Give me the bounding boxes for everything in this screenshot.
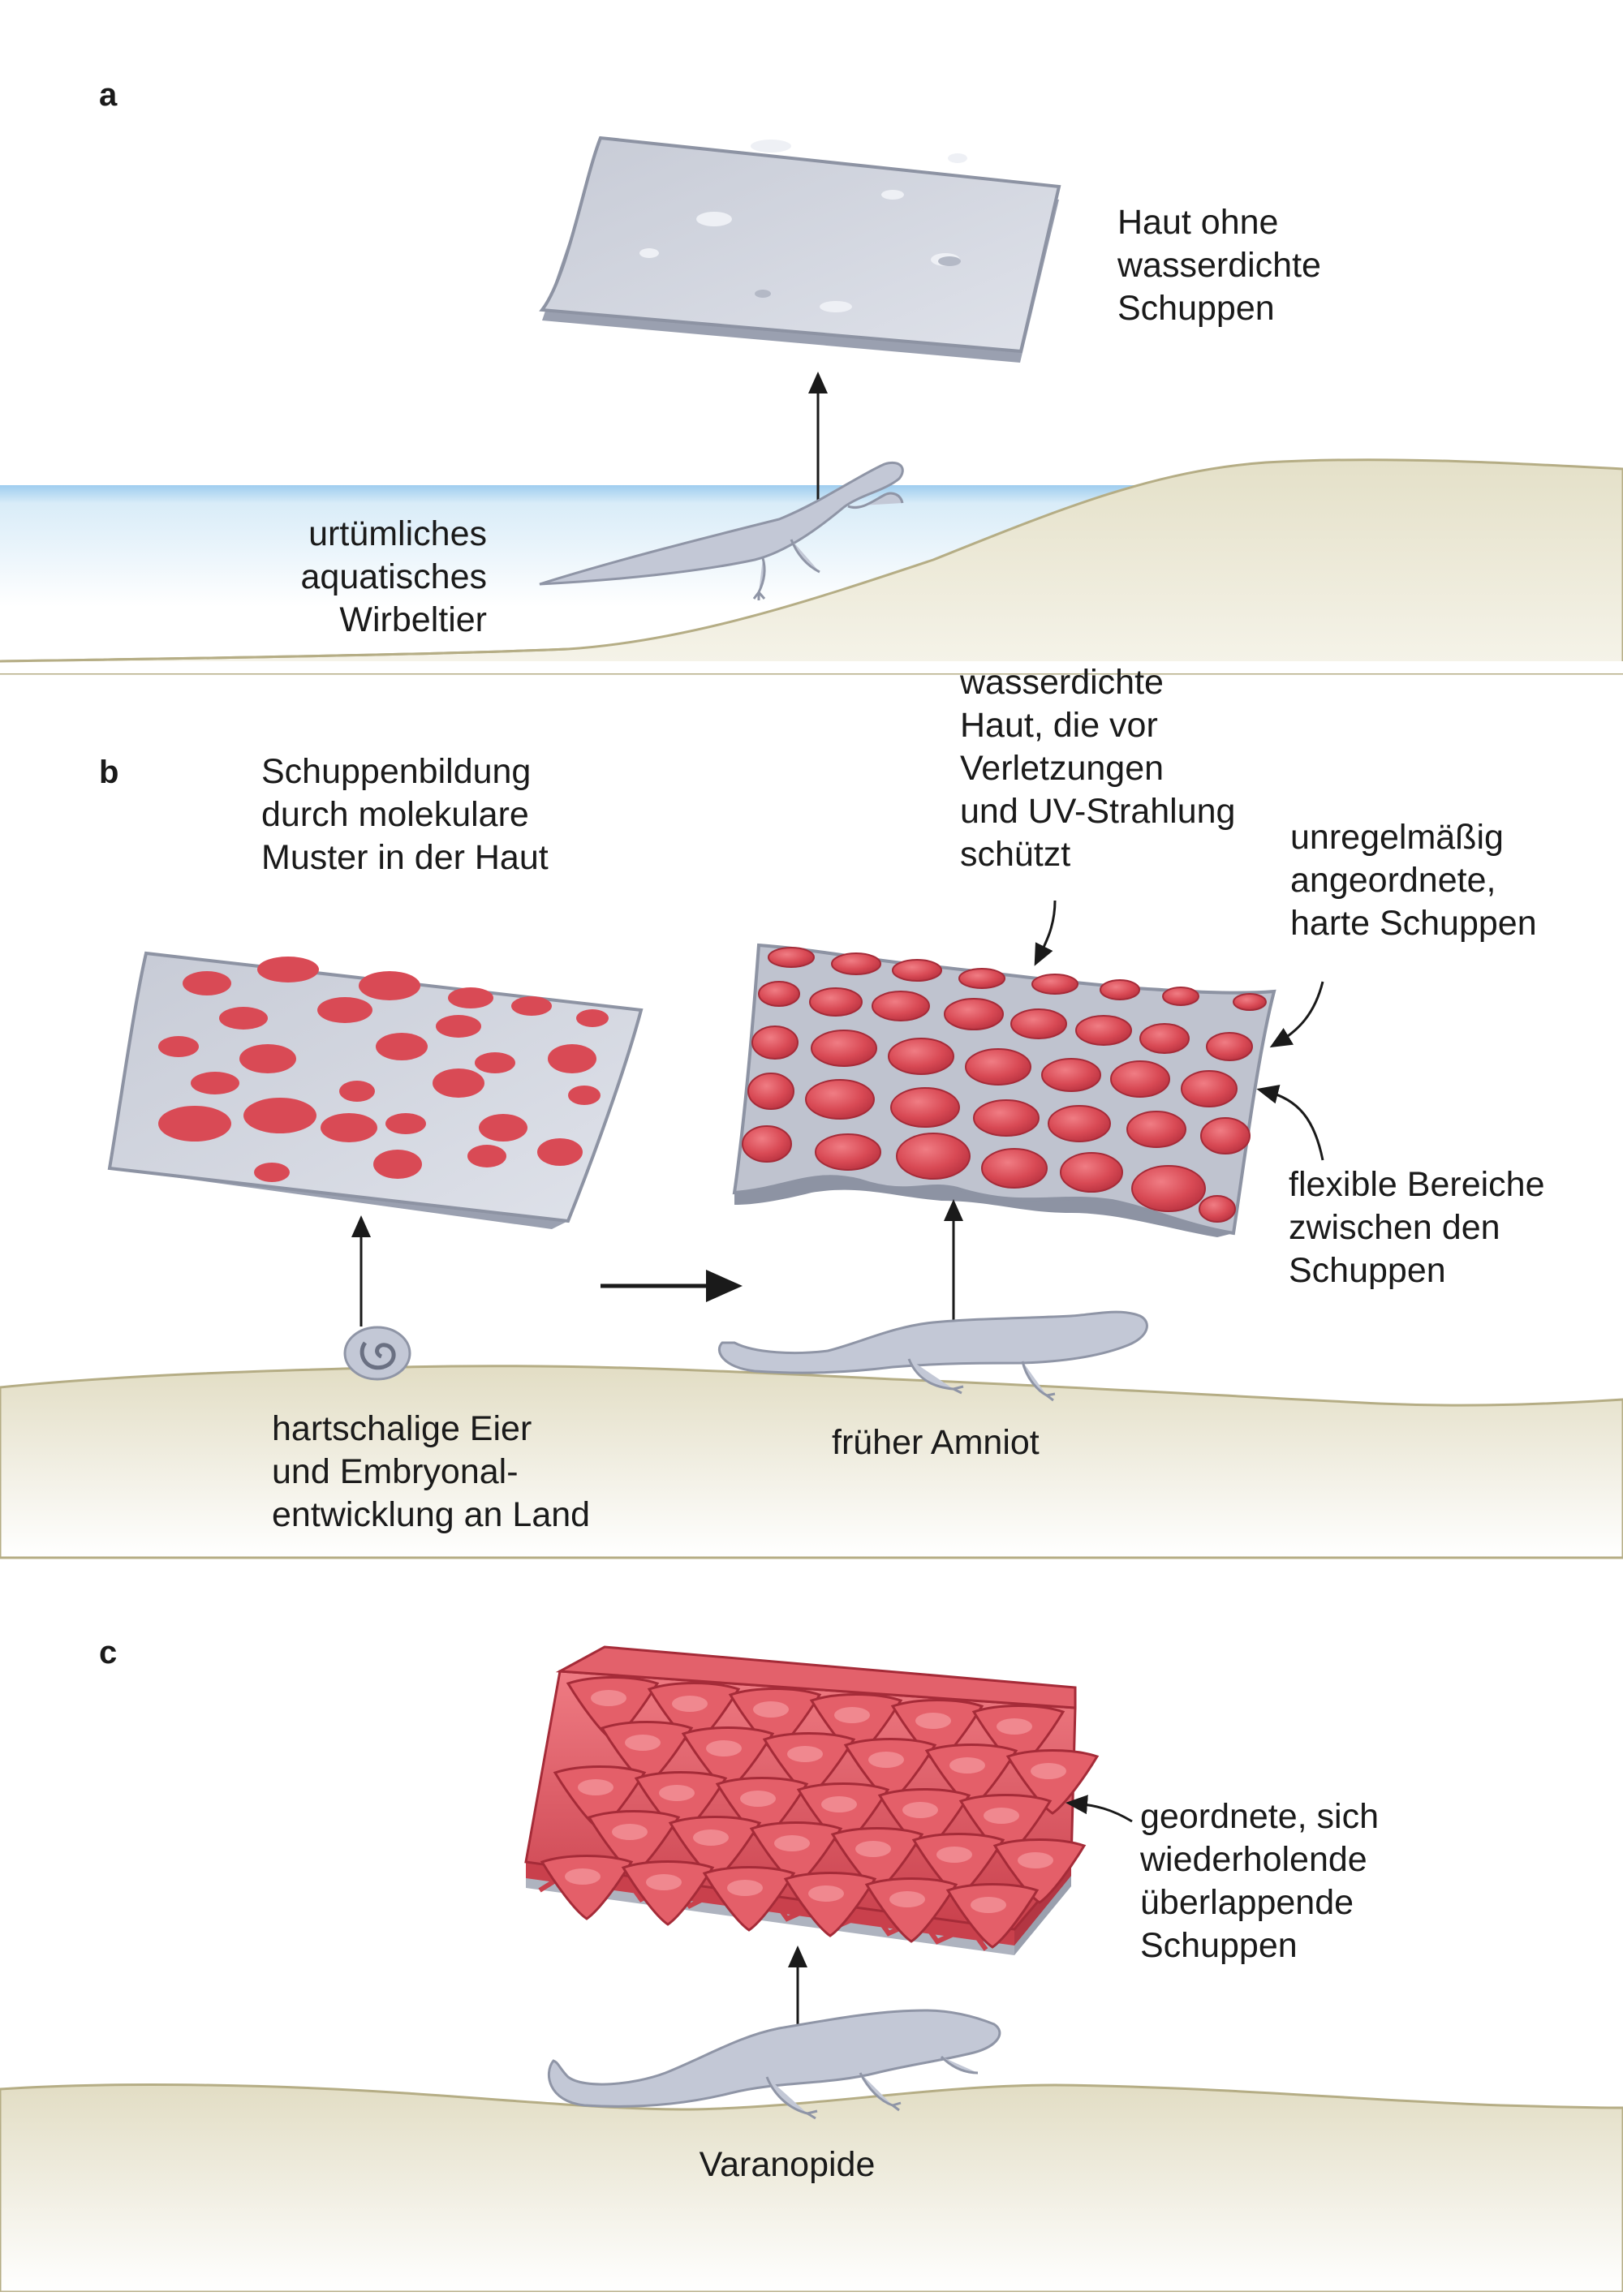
overlap-scale-highlight [821,1796,857,1812]
overlap-scale [911,1833,1005,1898]
overlap-scale-highlight [740,1791,776,1807]
skin-plate-irregular-scales [732,943,1276,1237]
overlap-scale-highlight [787,1746,823,1762]
label-aquatic-vertebrate: urtümliches aquatisches Wirbeltier [300,514,488,639]
overlap-scale-highlight [612,1824,648,1840]
overlap-scale-highlight [997,1718,1032,1735]
label-early-amniote: früher Amniot [832,1423,1040,1462]
overlap-scale-highlight [646,1874,682,1890]
label-varanopid: Varanopide [699,2145,876,2184]
skin-plate-smooth [539,135,1061,363]
early-amniote [717,1310,1148,1402]
overlap-scale [843,1738,937,1804]
overlap-scale [702,1866,796,1932]
overlap-scale-highlight [984,1808,1019,1824]
panel-a-scene [0,135,1623,675]
overlap-scale-highlight [902,1802,938,1818]
overlap-scale [749,1821,843,1887]
overlap-scale [945,1883,1040,1949]
overlap-scale-highlight [936,1847,972,1863]
label-waterproof-skin: wasserdichte Haut, die vor Verletzungen … [960,663,1236,874]
label-skin-without-scales: Haut ohne wasserdichte Schuppen [1117,203,1321,328]
overlap-scale-grid [540,1676,1100,1949]
overlap-scale [783,1872,877,1937]
overlap-scale [553,1765,647,1831]
overlap-scale [830,1827,924,1893]
egg [343,1326,411,1381]
aquatic-vertebrate [539,462,904,600]
overlap-scale-highlight [578,1779,613,1795]
overlap-scale-highlight [727,1880,763,1896]
overlap-scale-highlight [625,1735,661,1751]
label-irregular-scales: unregelmäßig angeordnete, harte Schuppen [1290,818,1537,943]
varanopid [547,2009,1001,2120]
callout-waterproof [1034,900,1057,966]
overlap-scale-highlight [774,1835,810,1851]
callout-overlap [1065,1795,1133,1823]
callout-flexible [1256,1085,1324,1161]
ground-hill-c [0,2083,1623,2294]
overlap-scale [1005,1749,1100,1815]
overlap-scale-highlight [949,1757,985,1774]
overlap-scale-highlight [808,1885,844,1902]
label-flexible-areas: flexible Bereiche zwischen den Schuppen [1289,1165,1545,1290]
overlap-scale [621,1860,715,1926]
ground-hill-b [0,1365,1623,1559]
overlap-scale [566,1676,660,1742]
overlap-scale [924,1743,1018,1809]
label-overlapping-scales: geordnete, sich wiederholende überlappen… [1140,1797,1380,1965]
overlap-scale-highlight [591,1690,626,1706]
overlap-scale-highlight [672,1696,708,1712]
panel-b-scene [0,900,1623,1559]
overlap-scale-highlight [971,1897,1006,1913]
label-scale-formation: Schuppenbildung durch molekulare Muster … [261,752,549,877]
panel-c-scene [0,1645,1623,2294]
overlap-scale-highlight [855,1841,891,1857]
overlap-scale-highlight [834,1707,870,1723]
panel-letter-a: a [99,77,118,113]
overlap-scale [600,1721,694,1786]
skin-plate-patterned [107,951,644,1229]
label-hard-shelled-eggs: hartschalige Eier und Embryonal- entwick… [272,1409,591,1534]
overlap-scale [681,1726,775,1792]
panel-letter-c: c [99,1635,118,1670]
overlap-scale-highlight [753,1701,789,1718]
overlap-scale-highlight [868,1752,904,1768]
overlap-scale-highlight [693,1829,729,1846]
overlap-scale-highlight [1031,1763,1066,1779]
overlap-scale [762,1732,856,1798]
overlap-scale [587,1810,681,1876]
overlap-scale [992,1838,1087,1904]
overlap-scale [540,1855,634,1920]
callout-irregular [1269,981,1324,1048]
overlap-scale [864,1877,958,1943]
overlap-scale-highlight [1018,1852,1053,1868]
overlap-scale [668,1816,762,1881]
overlap-scale-highlight [706,1740,742,1756]
overlap-scale-highlight [889,1891,925,1907]
overlap-scale-highlight [915,1713,951,1729]
overlap-scale-highlight [565,1868,601,1885]
panel-letter-b: b [99,755,119,790]
overlap-scale-highlight [659,1785,695,1801]
